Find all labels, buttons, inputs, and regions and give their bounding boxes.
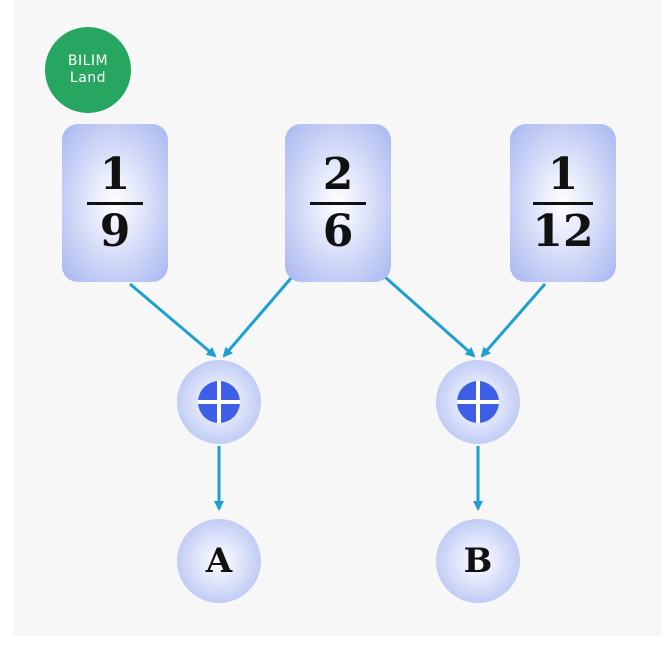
fraction-card-2: 2 6 (285, 124, 391, 282)
logo-line2: Land (69, 70, 107, 86)
result-node-a: A (177, 519, 261, 603)
logo-line1: BILIM (67, 53, 109, 69)
fraction-3-denominator: 12 (532, 205, 594, 257)
arrow-card2-to-op1 (222, 276, 294, 358)
result-a-label: A (205, 541, 233, 581)
fraction-2-denominator: 6 (322, 205, 354, 257)
arrow-card3-to-op2 (480, 283, 547, 358)
fraction-card-1: 1 9 (62, 124, 168, 282)
fraction-card-3: 1 12 (510, 124, 616, 282)
fraction-1-bar (87, 201, 143, 205)
arrow-card1-to-op1 (129, 282, 217, 358)
fraction-3-bar (533, 201, 593, 205)
fraction-1-denominator: 9 (99, 205, 131, 257)
plus-icon (457, 381, 499, 423)
plus-icon (198, 381, 240, 423)
result-node-b: B (436, 519, 520, 603)
result-b-label: B (463, 541, 493, 581)
diagram-panel (14, 0, 662, 636)
operator-node-1 (177, 360, 261, 444)
fraction-3-numerator: 1 (547, 148, 579, 200)
fraction-2-bar (310, 201, 366, 205)
arrow-card2-to-op2 (384, 275, 476, 358)
operator-node-2 (436, 360, 520, 444)
fraction-2-numerator: 2 (322, 148, 354, 200)
bilimland-logo: BILIM Land (45, 27, 131, 113)
fraction-1-numerator: 1 (99, 148, 131, 200)
